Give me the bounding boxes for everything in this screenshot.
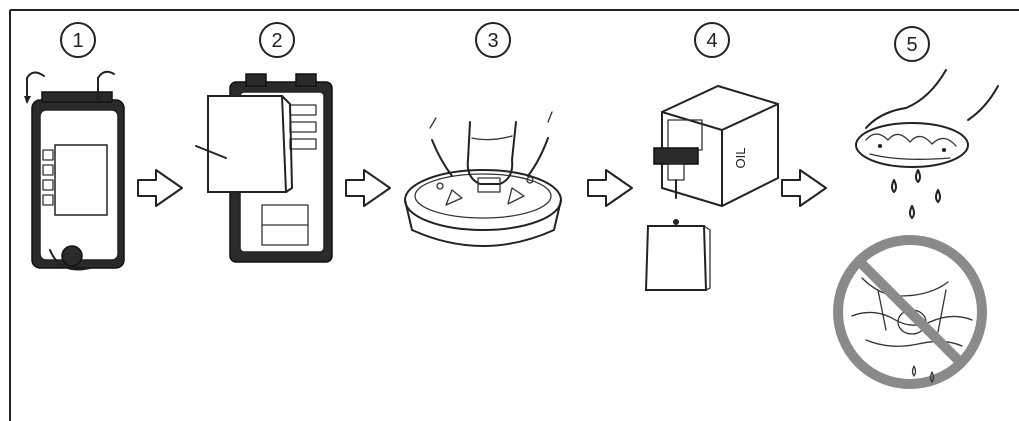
remove-foam-filter-icon	[196, 74, 332, 262]
oil-filter-icon: OIL	[646, 86, 778, 290]
step-3-number: 3	[487, 30, 498, 52]
arrow-right-icon	[138, 170, 182, 206]
arrow-right-icon	[588, 170, 632, 206]
step-5: 5	[838, 27, 998, 384]
squeeze-filter-icon	[856, 70, 998, 218]
open-filter-housing-icon	[24, 72, 124, 270]
step-1: 1	[24, 23, 124, 270]
step-5-number: 5	[906, 34, 917, 56]
step-1-number: 1	[72, 30, 83, 52]
arrow-right-icon	[782, 170, 826, 206]
oil-label: OIL	[733, 148, 748, 169]
step-4: 4 OIL	[646, 23, 778, 290]
step-2-number: 2	[271, 30, 282, 52]
no-wringing-icon	[838, 240, 982, 384]
wash-in-basin-icon	[405, 112, 561, 246]
step-2: 2	[196, 23, 332, 262]
step-4-number: 4	[706, 30, 717, 52]
arrow-right-icon	[346, 170, 390, 206]
step-3: 3	[405, 23, 561, 246]
